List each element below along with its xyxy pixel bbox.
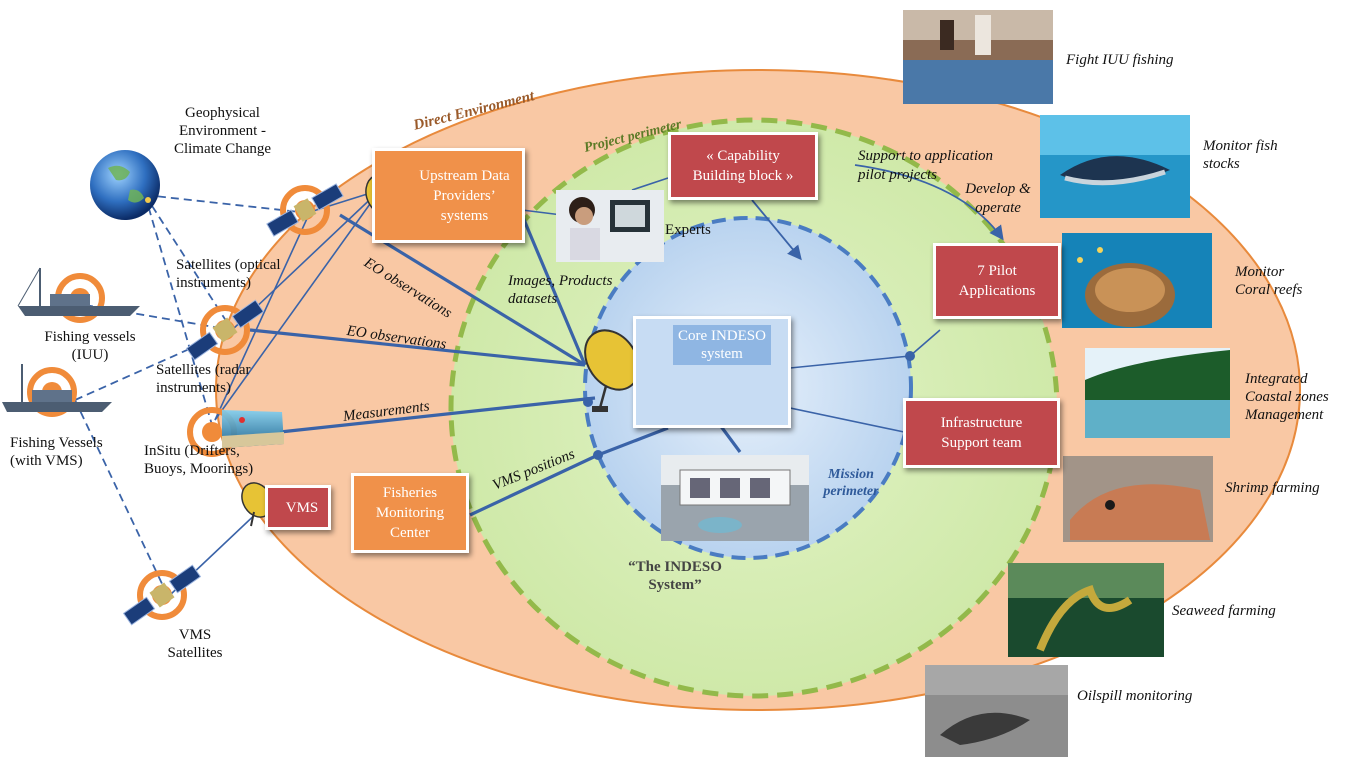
app-label-fish-stocks: Monitor fish stocks bbox=[1203, 138, 1278, 172]
photo-seaweed-farming bbox=[1008, 563, 1164, 657]
app-label-seaweed-farming: Seaweed farming bbox=[1172, 603, 1276, 619]
photo-oilspill bbox=[925, 665, 1068, 757]
indeso-building-photo bbox=[661, 455, 809, 541]
fishing-vessels-iuu-label: Fishing vessels (IUU) bbox=[44, 329, 136, 363]
experts-label: Experts bbox=[665, 222, 711, 238]
satellites-optical-label: Satellites (optical instruments) bbox=[176, 257, 281, 291]
link-nodes bbox=[583, 351, 915, 460]
capability-building-box: « Capability Building block » bbox=[668, 132, 818, 200]
photo-coastal-zones bbox=[1085, 348, 1230, 438]
photo-fight-iuu bbox=[903, 10, 1053, 104]
app-label-coral-reefs: Monitor Coral reefs bbox=[1235, 264, 1303, 298]
satellite-vms-icon bbox=[122, 564, 202, 626]
mission-perimeter-label: Mission perimeter bbox=[823, 467, 879, 499]
pilot-applications-box: 7 Pilot Applications bbox=[933, 243, 1061, 319]
fishing-vessel-vms-icon bbox=[2, 364, 112, 417]
fisheries-monitoring-box: Fisheries Monitoring Center bbox=[351, 473, 469, 553]
vms-box: VMS bbox=[265, 485, 331, 530]
app-label-fight-iuu: Fight IUU fishing bbox=[1066, 52, 1174, 68]
core-indeso-label: Core INDESO system bbox=[673, 325, 771, 365]
satellite-optical-icon bbox=[266, 183, 344, 237]
fishing-vessels-vms-label: Fishing Vessels (with VMS) bbox=[10, 435, 103, 469]
develop-operate-label: Develop & operate bbox=[965, 181, 1031, 216]
fishing-vessel-iuu-icon bbox=[17, 267, 140, 323]
images-products-label: Images, Products datasets bbox=[508, 273, 613, 307]
satellite-radar-icon bbox=[185, 299, 265, 361]
photo-coral-reefs bbox=[1062, 233, 1212, 328]
upstream-data-providers-box: Upstream Data Providers’ systems bbox=[372, 148, 525, 243]
app-label-shrimp-farming: Shrimp farming bbox=[1225, 480, 1320, 496]
earth-globe-icon bbox=[90, 150, 160, 220]
insitu-buoy-icon bbox=[187, 407, 284, 457]
support-pilot-label: Support to application pilot projects bbox=[858, 148, 993, 183]
antenna-dish-core-icon bbox=[584, 329, 640, 412]
satellites-radar-label: Satellites (radar instruments) bbox=[156, 362, 251, 396]
core-indeso-box: Core INDESO system bbox=[633, 316, 791, 428]
app-label-oilspill: Oilspill monitoring bbox=[1077, 688, 1193, 704]
vms-satellites-label: VMS Satellites bbox=[167, 627, 223, 661]
app-label-coastal-zones: Integrated Coastal zones Management bbox=[1245, 371, 1329, 423]
indeso-system-label: “The INDESO System” bbox=[628, 559, 722, 593]
insitu-label: InSitu (Drifters, Buoys, Moorings) bbox=[144, 443, 254, 477]
photo-shrimp-farming bbox=[1063, 456, 1213, 542]
geophysical-label: Geophysical Environment - Climate Change bbox=[173, 105, 272, 157]
photo-fish-stocks bbox=[1040, 115, 1190, 218]
experts-photo bbox=[556, 190, 664, 262]
thick-links bbox=[249, 213, 742, 517]
infrastructure-support-box: Infrastructure Support team bbox=[903, 398, 1060, 468]
